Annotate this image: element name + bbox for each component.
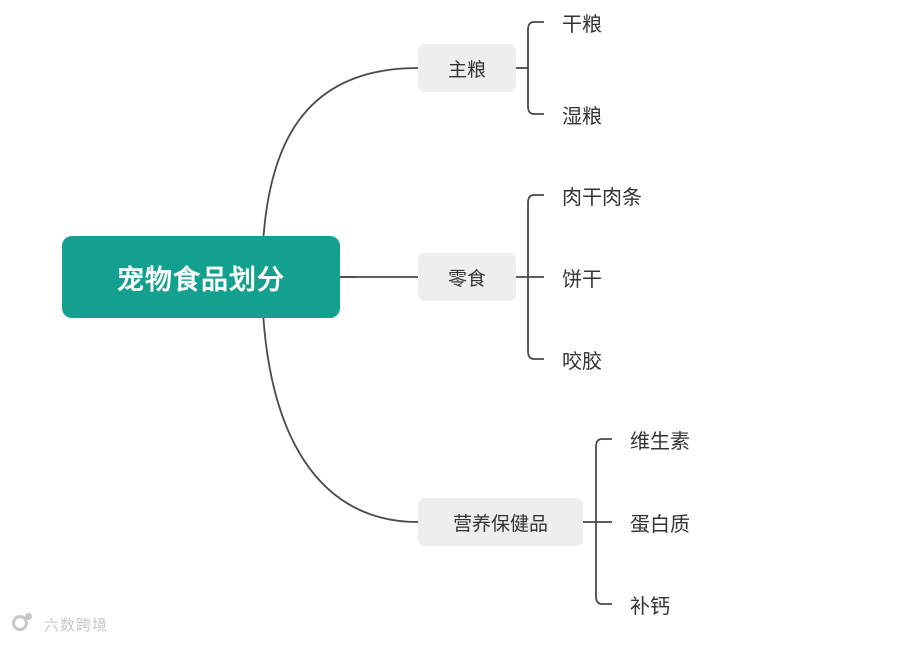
branch-node-1[interactable]: 零食: [418, 253, 516, 301]
leaf-node-2-2-label: 补钙: [630, 595, 670, 618]
branch-node-2[interactable]: 营养保健品: [418, 498, 583, 546]
branch-node-0[interactable]: 主粮: [418, 44, 516, 92]
leaf-node-1-2-label: 咬胶: [562, 350, 602, 373]
leaf-node-2-0[interactable]: 维生素: [630, 422, 830, 456]
leaf-node-1-0[interactable]: 肉干肉条: [562, 178, 762, 212]
watermark: 六数跨境: [12, 611, 108, 637]
branch-node-1-label: 零食: [447, 268, 486, 290]
leaf-node-1-2[interactable]: 咬胶: [562, 342, 762, 376]
root-node-label: 宠物食品划分: [117, 264, 285, 295]
leaf-node-2-1-label: 蛋白质: [630, 513, 690, 536]
watermark-label: 六数跨境: [44, 616, 109, 634]
leaf-node-0-0[interactable]: 干粮: [562, 5, 742, 39]
leaf-node-1-1[interactable]: 饼干: [562, 260, 762, 294]
root-node[interactable]: 宠物食品划分: [62, 236, 340, 318]
leaf-node-0-1[interactable]: 湿粮: [562, 97, 742, 131]
leaf-node-1-0-label: 肉干肉条: [562, 186, 642, 209]
leaf-node-1-1-label: 饼干: [562, 268, 602, 291]
leaf-node-0-0-label: 干粮: [562, 13, 602, 36]
leaf-node-2-0-label: 维生素: [630, 430, 690, 453]
branch-node-2-label: 营养保健品: [452, 513, 548, 535]
branch-node-0-label: 主粮: [447, 59, 486, 81]
leaf-node-0-1-label: 湿粮: [562, 105, 602, 128]
leaf-node-2-2[interactable]: 补钙: [630, 587, 830, 621]
watermark-logo-icon: [12, 611, 38, 637]
leaf-node-2-1[interactable]: 蛋白质: [630, 505, 830, 539]
